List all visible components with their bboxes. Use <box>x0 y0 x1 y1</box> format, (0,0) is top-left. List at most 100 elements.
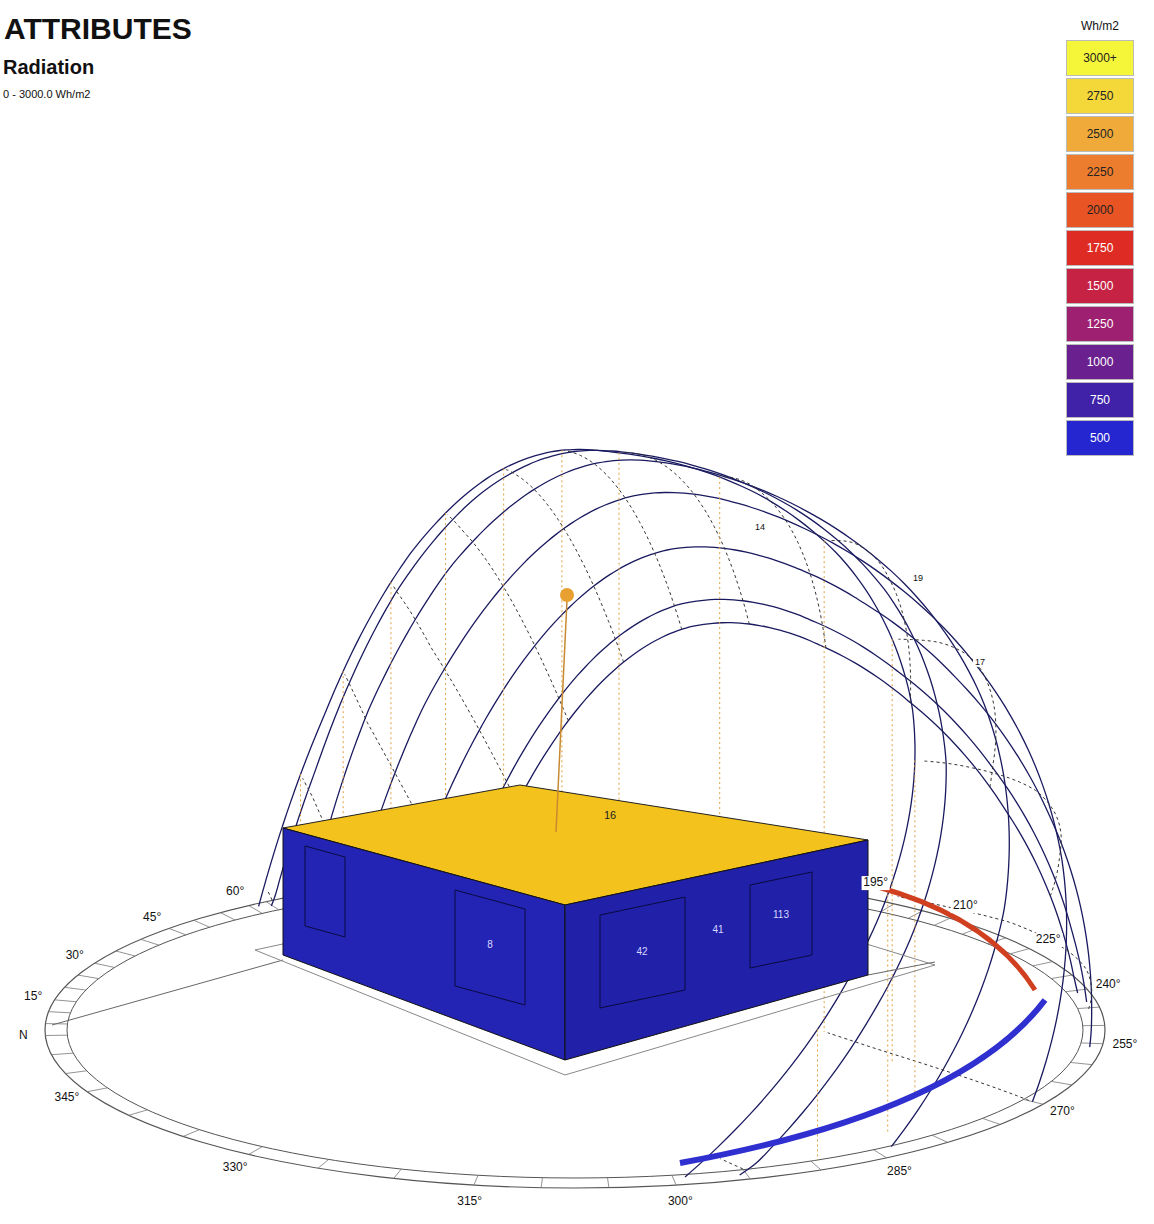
hour-line <box>898 897 1092 1009</box>
compass-label: 270° <box>1048 1105 1077 1119</box>
hour-line <box>898 639 996 787</box>
legend-swatch: 2250 <box>1066 154 1134 190</box>
legend-value: 2500 <box>1087 127 1114 141</box>
legend-unit: Wh/m2 <box>1081 20 1119 34</box>
ring-tick <box>141 939 159 945</box>
hour-line <box>267 889 272 900</box>
axis-line <box>52 960 283 1025</box>
projection-line <box>887 895 888 1134</box>
legend-value: 1250 <box>1087 317 1114 331</box>
ring-tick <box>183 1130 199 1137</box>
legend: 3000+ 2750 2500 2250 2000 1750 1500 1250 1000 750… <box>1066 40 1134 458</box>
hour-line <box>720 1159 743 1169</box>
compass-label: 240° <box>1094 978 1123 992</box>
compass-label: 315° <box>455 1195 484 1209</box>
compass-label: 285° <box>885 1165 914 1179</box>
ring-tick <box>1051 1081 1072 1084</box>
surface-value: 16 <box>604 809 616 822</box>
sun-path-line <box>259 449 915 1177</box>
hour-label: 17 <box>973 657 987 667</box>
legend-swatch: 2000 <box>1066 192 1134 228</box>
legend-value: 2750 <box>1087 89 1114 103</box>
ring-tick <box>1081 1042 1103 1044</box>
ring-tick <box>169 928 186 934</box>
shadow-trace <box>878 887 1035 990</box>
ring-tick <box>743 1170 750 1179</box>
legend-value: 750 <box>1090 393 1110 407</box>
ring-tick <box>95 963 115 967</box>
ring-tick <box>672 1175 676 1185</box>
hour-label: 19 <box>911 573 925 583</box>
legend-swatch: 1000 <box>1066 344 1134 380</box>
surface-value: 8 <box>487 939 493 951</box>
compass-label: 60° <box>224 885 246 899</box>
legend-swatch: 1250 <box>1066 306 1134 342</box>
ring-tick <box>45 1035 67 1036</box>
ring-tick <box>66 1071 87 1074</box>
projection-line <box>892 639 893 1064</box>
ring-tick <box>55 1000 77 1002</box>
legend-value: 2000 <box>1087 203 1114 217</box>
hour-line <box>564 451 681 630</box>
ring-tick <box>65 987 86 990</box>
ring-tick <box>129 1110 148 1115</box>
legend-value: 2250 <box>1087 165 1114 179</box>
compass-label: N <box>17 1029 30 1043</box>
ring-tick <box>1033 962 1053 966</box>
range-note: 0 - 3000.0 Wh/m2 <box>3 88 90 101</box>
legend-swatch: 1500 <box>1066 268 1134 304</box>
compass-label: 45° <box>141 911 163 925</box>
ring-tick <box>1051 975 1072 978</box>
compass-label: 15° <box>22 990 44 1004</box>
hour-label: 14 <box>753 522 767 532</box>
projection-line <box>914 760 915 1099</box>
ring-tick <box>116 951 135 956</box>
ring-tick <box>474 1175 478 1185</box>
legend-value: 1750 <box>1087 241 1114 255</box>
sun-path-dome <box>259 449 1092 1177</box>
compass-label: 210° <box>951 899 980 913</box>
ring-tick <box>932 1135 947 1142</box>
compass-label: 330° <box>221 1161 250 1175</box>
ring-tick <box>811 1161 821 1170</box>
surface-value: 113 <box>773 909 789 921</box>
ring-tick <box>934 918 950 925</box>
ring-tick <box>394 1169 402 1178</box>
compass-label: 345° <box>52 1091 81 1105</box>
window-outline <box>750 872 812 968</box>
ring-tick <box>220 913 235 920</box>
projection-line <box>817 1029 818 1160</box>
ring-tick <box>249 1147 263 1155</box>
compass-label: 30° <box>64 949 86 963</box>
legend-value: 1500 <box>1087 279 1114 293</box>
surface-value: 42 <box>636 946 647 958</box>
hour-line <box>722 477 826 648</box>
ring-tick <box>318 1159 329 1168</box>
compass-label: 300° <box>666 1195 695 1209</box>
legend-swatch: 2750 <box>1066 78 1134 114</box>
window-outline <box>305 846 345 937</box>
sun-path-line <box>311 460 1009 1147</box>
ring-tick <box>874 1150 887 1158</box>
ring-tick <box>1071 1062 1092 1064</box>
ring-tick <box>1010 949 1029 954</box>
ring-tick <box>541 1178 542 1188</box>
hour-line <box>622 453 749 624</box>
compass-label: 225° <box>1034 933 1063 947</box>
window-outline <box>600 897 685 1008</box>
window-outline <box>455 890 525 1005</box>
ring-tick <box>1083 1025 1105 1026</box>
legend-value: 3000+ <box>1083 51 1117 65</box>
hour-line <box>828 541 911 703</box>
sun-path-line <box>271 450 946 1175</box>
legend-value: 1000 <box>1087 355 1114 369</box>
ring-tick <box>249 905 263 913</box>
ring-tick <box>982 1118 1000 1124</box>
sun-dot <box>560 588 574 602</box>
hour-line <box>923 761 1061 896</box>
ground-traces <box>680 887 1045 1163</box>
ring-tick <box>194 920 210 927</box>
ring-tick <box>52 1053 74 1055</box>
compass-label: 255° <box>1110 1038 1139 1052</box>
